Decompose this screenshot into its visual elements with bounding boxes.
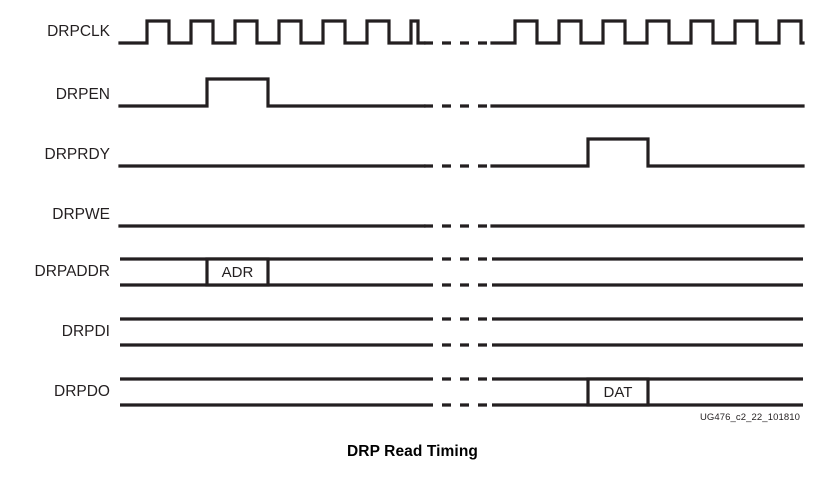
bus-value-box-drpdo	[586, 377, 650, 407]
waveform-drpen-left	[118, 77, 426, 108]
signal-label-drpdi: DRPDI	[62, 323, 110, 340]
signal-label-drpdo: DRPDO	[54, 383, 110, 400]
bus-value-label-adr: ADR	[222, 264, 254, 281]
document-code-annotation: UG476_c2_22_101810	[699, 412, 800, 423]
bus-value-label-dat: DAT	[604, 384, 633, 401]
signal-label-drpen: DRPEN	[56, 86, 110, 103]
signal-label-drpwe: DRPWE	[52, 206, 110, 223]
signal-label-drprdy: DRPRDY	[45, 146, 110, 163]
waveform-drpclk-right	[490, 19, 805, 45]
waveform-drprdy-right	[490, 137, 805, 168]
waveform-drpclk-left	[118, 19, 426, 45]
signal-label-drpaddr: DRPADDR	[35, 263, 111, 280]
signal-label-drpclk: DRPCLK	[47, 23, 111, 40]
bus-value-box-drpaddr	[205, 257, 270, 287]
figure-caption: DRP Read Timing	[347, 443, 478, 460]
